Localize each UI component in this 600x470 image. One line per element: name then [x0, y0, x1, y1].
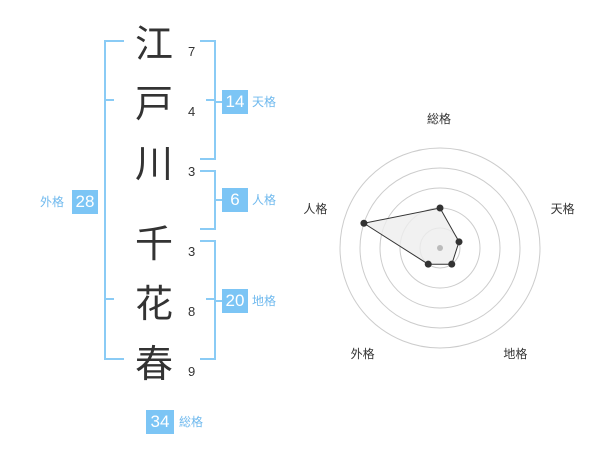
radar-grid-ring-4 [359, 167, 521, 329]
gaikaku-value: 28 [72, 190, 98, 214]
tenkaku-tick [206, 99, 216, 101]
gaikaku-tick-2 [104, 298, 114, 300]
name-char-5: 花 [134, 282, 173, 326]
name-char-4: 千 [134, 222, 173, 266]
radar-grid-ring-3 [379, 187, 501, 309]
jinkaku-value: 6 [222, 188, 248, 212]
name-char-2: 戸 [134, 82, 173, 126]
radar-axis-label-2: 天格 [550, 201, 575, 216]
jinkaku-label: 人格 [252, 193, 277, 207]
gaikaku-tick-1 [104, 99, 114, 101]
radar-axis-label-1: 総格 [427, 112, 452, 126]
stroke-count-5: 8 [188, 304, 196, 319]
tenkaku-label: 天格 [252, 95, 277, 109]
stroke-count-6: 9 [188, 364, 196, 379]
radar-axis-label-3: 地格 [503, 347, 528, 362]
soukaku-value: 34 [146, 410, 174, 434]
name-char-3: 川 [134, 142, 173, 186]
soukaku-label: 総格 [179, 415, 204, 429]
chikaku-connector [216, 300, 222, 302]
radar-point-4 [424, 260, 432, 268]
name-char-6: 春 [134, 342, 173, 386]
radar-series-area [362, 207, 460, 265]
stroke-count-2: 4 [188, 104, 196, 119]
radar-grid-ring-5 [339, 147, 541, 349]
radar-point-5 [360, 219, 368, 227]
name-char-1: 江 [134, 22, 173, 66]
chikaku-value: 20 [222, 289, 248, 313]
radar-point-1 [436, 204, 444, 212]
stroke-count-4: 3 [188, 244, 196, 259]
tenkaku-connector [216, 101, 222, 103]
gaikaku-label: 外格 [40, 195, 65, 209]
jinkaku-bracket [200, 170, 216, 230]
stroke-count-3: 3 [188, 164, 196, 179]
tenkaku-value: 14 [222, 90, 248, 114]
gaikaku-bracket [104, 40, 124, 360]
jinkaku-connector [216, 199, 222, 201]
radar-point-2 [455, 238, 463, 246]
radar-axis-label-4: 外格 [350, 347, 375, 362]
stroke-count-1: 7 [188, 44, 196, 59]
chikaku-label: 地格 [252, 294, 277, 308]
radar-center-dot [437, 245, 443, 251]
chikaku-bracket [200, 240, 216, 360]
radar-point-3 [448, 260, 456, 268]
radar-axis-label-5: 人格 [303, 201, 328, 216]
chikaku-tick [206, 298, 216, 300]
